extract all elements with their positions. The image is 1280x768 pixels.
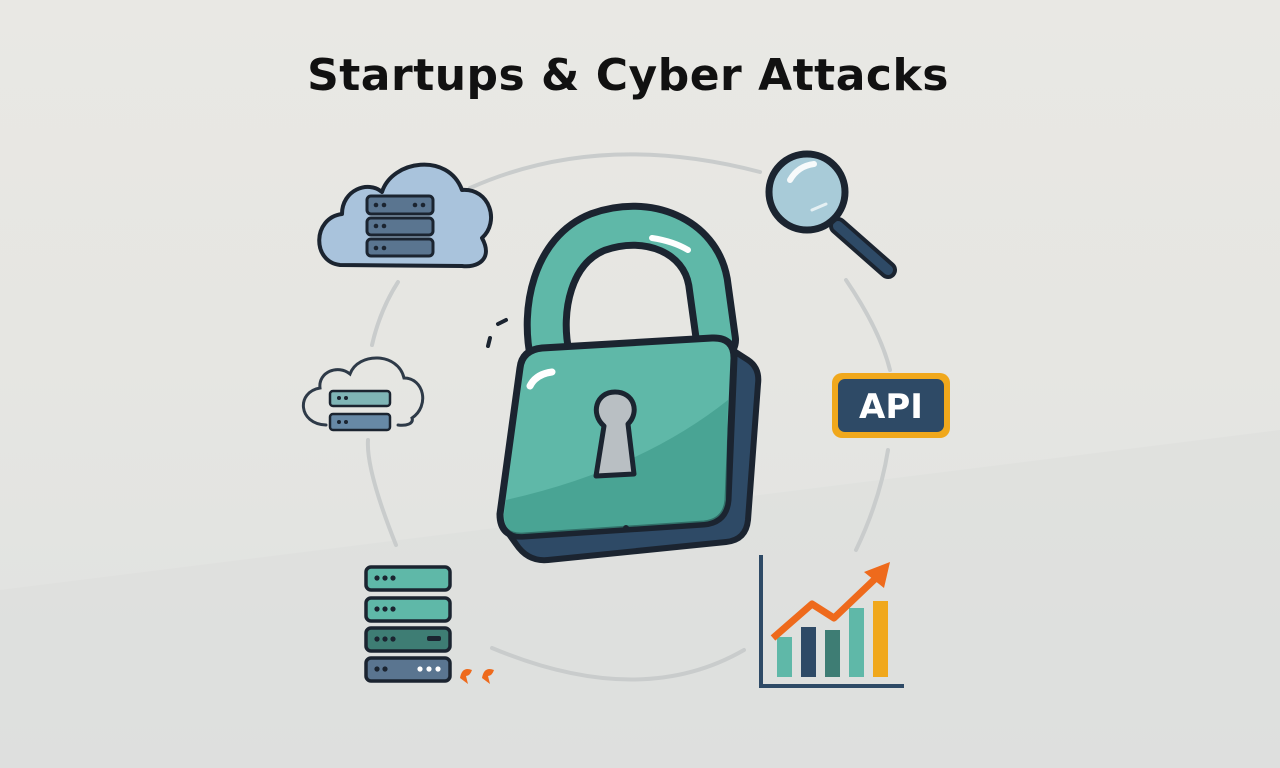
padlock-icon (486, 202, 762, 564)
api-badge-label: API (859, 387, 923, 427)
orbit-ring (365, 152, 892, 682)
server-rack-icon (364, 565, 494, 684)
growth-chart-icon (759, 555, 904, 688)
magnifying-glass-icon (765, 150, 897, 279)
page-title: Startups & Cyber Attacks (307, 50, 949, 101)
cloud-server-icon-large (317, 162, 493, 269)
api-badge (832, 373, 950, 438)
spark-icon (460, 669, 494, 684)
cloud-server-icon-small (302, 356, 425, 432)
